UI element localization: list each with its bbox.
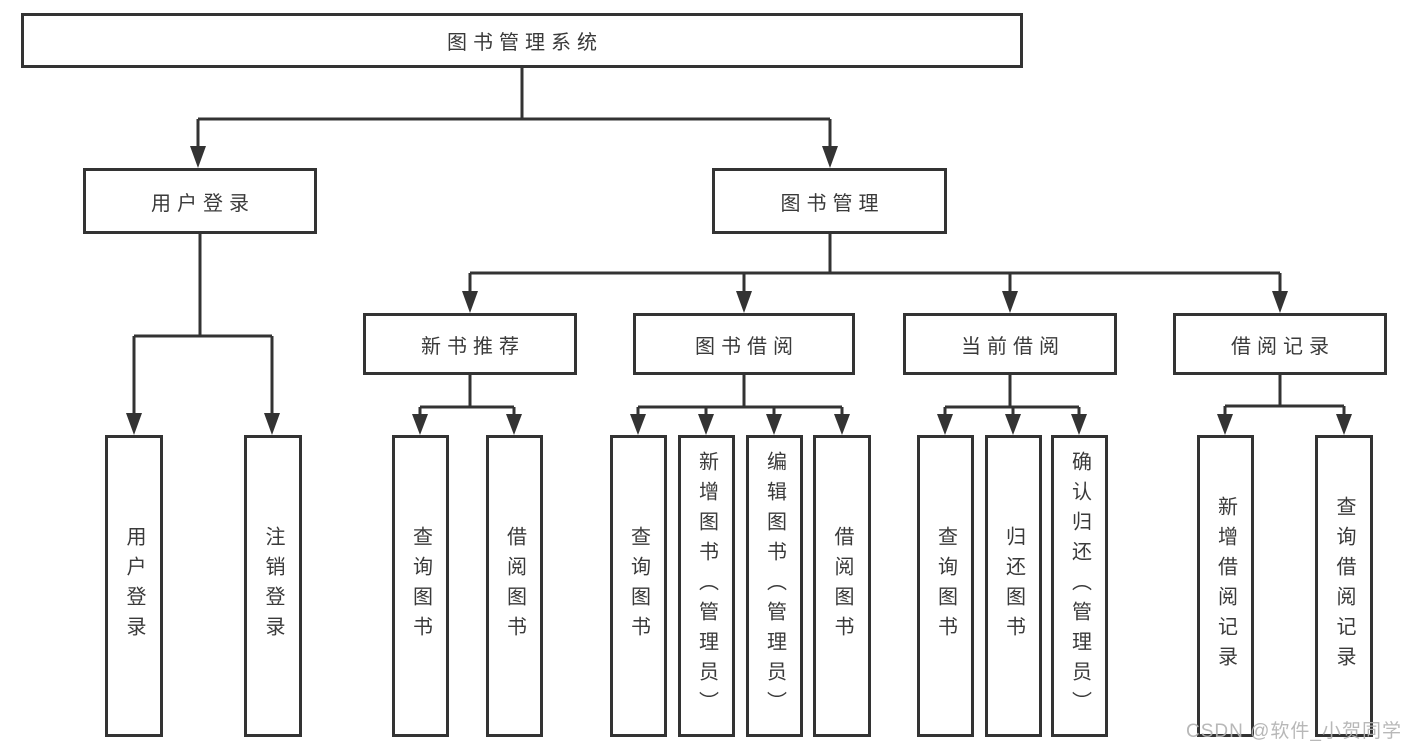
node-borrow-record-label: 借阅记录	[1231, 335, 1335, 358]
node-book-management-label: 图书管理	[780, 192, 885, 215]
leaf-query-books-1-label: 查询图书	[409, 526, 432, 646]
leaf-query-books-3: 查询图书	[917, 435, 974, 737]
node-user-login: 用户登录	[83, 168, 317, 234]
leaf-edit-books-admin: 编辑图书（管理员）	[746, 435, 803, 737]
node-new-book-recommend-label: 新书推荐	[421, 335, 525, 358]
leaf-return-books: 归还图书	[985, 435, 1042, 737]
leaf-user-login-label: 用户登录	[123, 526, 145, 646]
leaf-borrow-books-1: 借阅图书	[486, 435, 543, 737]
node-root: 图书管理系统	[21, 13, 1023, 68]
leaf-confirm-return-admin: 确认归还（管理员）	[1051, 435, 1108, 737]
leaf-query-books-2: 查询图书	[610, 435, 667, 737]
node-root-label: 图书管理系统	[447, 32, 603, 54]
node-current-borrow-label: 当前借阅	[961, 335, 1065, 358]
leaf-add-books-admin-label: 新增图书（管理员）	[695, 451, 718, 721]
leaf-user-login: 用户登录	[105, 435, 163, 737]
leaf-add-borrow-record: 新增借阅记录	[1197, 435, 1254, 737]
node-current-borrow: 当前借阅	[903, 313, 1117, 375]
leaf-query-books-1: 查询图书	[392, 435, 449, 737]
csdn-watermark: CSDN @软件_小贺同学	[1186, 721, 1402, 742]
node-book-borrow-label: 图书借阅	[695, 335, 799, 358]
connector-stems	[132, 68, 1346, 416]
leaf-query-books-3-label: 查询图书	[934, 526, 957, 646]
leaf-borrow-books-2: 借阅图书	[813, 435, 871, 737]
leaf-confirm-return-admin-label: 确认归还（管理员）	[1068, 451, 1091, 721]
leaf-query-borrow-record: 查询借阅记录	[1315, 435, 1373, 737]
leaf-borrow-books-2-label: 借阅图书	[831, 526, 853, 646]
leaf-borrow-books-1-label: 借阅图书	[503, 526, 526, 646]
node-borrow-record: 借阅记录	[1173, 313, 1387, 375]
leaf-add-books-admin: 新增图书（管理员）	[678, 435, 735, 737]
node-user-login-label: 用户登录	[151, 192, 255, 215]
leaf-query-books-2-label: 查询图书	[627, 526, 650, 646]
node-book-management: 图书管理	[712, 168, 947, 234]
leaf-logout-label: 注销登录	[262, 526, 284, 646]
node-book-borrow: 图书借阅	[633, 313, 855, 375]
leaf-query-borrow-record-label: 查询借阅记录	[1333, 496, 1355, 676]
leaf-edit-books-admin-label: 编辑图书（管理员）	[763, 451, 786, 721]
leaf-logout: 注销登录	[244, 435, 302, 737]
leaf-add-borrow-record-label: 新增借阅记录	[1214, 496, 1237, 676]
node-new-book-recommend: 新书推荐	[363, 313, 577, 375]
leaf-return-books-label: 归还图书	[1002, 526, 1025, 646]
